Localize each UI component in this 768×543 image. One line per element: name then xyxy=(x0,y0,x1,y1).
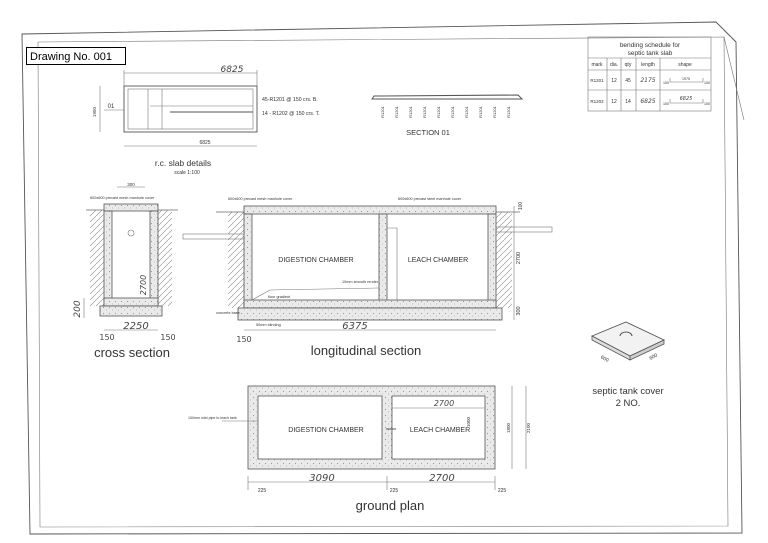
long-dim-height: 2700 xyxy=(516,252,522,264)
cross-note: 600x600 precast mesh manhole cover xyxy=(90,196,155,200)
long-note-right: 600x600 precast steel manhole cover xyxy=(398,197,462,201)
schedule-row2-shape-mid: 6825 xyxy=(680,96,693,102)
long-chamber-2: LEACH CHAMBER xyxy=(408,257,468,264)
schedule-row2-mark: R1202 xyxy=(590,99,604,104)
cross-dim-base: 200 xyxy=(73,300,83,317)
schedule-row2-shape-right: 100 xyxy=(704,102,710,106)
section-bar-label: R1201 xyxy=(436,105,441,118)
section-bar-label: R1201 xyxy=(464,105,469,118)
section-bar-label: R1201 xyxy=(422,105,427,118)
schedule-row1-shape-right: 100 xyxy=(704,81,710,85)
schedule-row2-shape-left: 100 xyxy=(663,102,669,106)
cross-dim-height: 2700 xyxy=(139,275,148,295)
plan-dim-wall-2: 225 xyxy=(390,488,399,494)
section-bar-label: R1201 xyxy=(478,105,483,118)
long-chamber-1: DIGESTION CHAMBER xyxy=(278,257,353,264)
cross-title: cross section xyxy=(94,345,170,360)
slab-note-bottom: 14 - R1202 @ 150 crs. T. xyxy=(262,111,320,117)
plan-dim-wall-1: 225 xyxy=(258,488,267,494)
schedule-row2-qty: 14 xyxy=(625,99,631,105)
plan-dim-side: 1000 xyxy=(466,416,471,427)
long-dim-length: 6375 xyxy=(342,321,367,332)
section-bar-label: R1201 xyxy=(408,105,413,118)
plan-dim-wall-3: 225 xyxy=(498,488,507,494)
slab-dim-top: 6825 xyxy=(221,65,244,75)
sheet-border xyxy=(21,21,745,535)
section-bar-label: R1201 xyxy=(394,105,399,118)
long-note-floor: floor gradient xyxy=(268,295,291,299)
long-dim-base: 300 xyxy=(516,306,522,315)
long-note-left: 600x600 precast mesh manhole cover xyxy=(228,197,293,201)
cover-dim-a: 600 xyxy=(599,355,609,364)
schedule-row1-dia: 12 xyxy=(611,78,617,84)
slab-title: r.c. slab details xyxy=(155,158,211,168)
schedule-header-length: length xyxy=(641,62,655,68)
plan-dim-outer: 2100 xyxy=(526,422,531,433)
slab-scale: scale 1:100 xyxy=(174,170,200,176)
section-bar-label: R1201 xyxy=(492,105,497,118)
slab-mark: 01 xyxy=(108,104,115,110)
plan-dim-len1: 3090 xyxy=(309,473,334,484)
longitudinal-section: 600x600 precast mesh manhole cover 600x6… xyxy=(182,197,553,358)
cover-title-1: septic tank cover xyxy=(592,386,663,397)
long-title: longitudinal section xyxy=(311,343,422,358)
cover-title-2: 2 NO. xyxy=(616,398,641,409)
plan-dim-len2: 2700 xyxy=(429,473,454,484)
plan-title: ground plan xyxy=(356,498,425,513)
cross-dim-top: 300 xyxy=(127,182,135,187)
slab-note-top: 45-R1201 @ 150 crs. B. xyxy=(262,97,318,103)
schedule-row1-length: 2175 xyxy=(640,77,655,84)
section-bar-label: R1201 xyxy=(450,105,455,118)
schedule-header-mark: mark xyxy=(591,62,603,68)
section-bar-labels: R1201 R1201 R1201 R1201 R1201 R1201 R120… xyxy=(380,105,511,118)
plan-dim-top: 2700 xyxy=(434,399,454,408)
long-dim-left: 150 xyxy=(236,335,251,344)
long-note-smooth: 10mm smooth render xyxy=(342,280,379,284)
drawing-number-label: Drawing No. 001 xyxy=(26,47,126,65)
schedule-row1-shape-mid: 1975 xyxy=(682,77,690,81)
schedule-header-qty: qty xyxy=(625,62,632,68)
cover-dim-b: 600 xyxy=(648,352,658,361)
slab-dim-side: 1950 xyxy=(92,106,97,117)
long-note-blinding: 50mm blinding xyxy=(256,323,281,327)
schedule-row1-shape-left: 100 xyxy=(663,81,669,85)
section-bar-label: R1201 xyxy=(380,105,385,118)
long-dim-top: 100 xyxy=(518,202,524,211)
plan-chamber-1: DIGESTION CHAMBER xyxy=(288,427,363,434)
schedule-header-shape: shape xyxy=(678,62,692,68)
slab-dim-bottom: 6825 xyxy=(199,140,210,146)
schedule-title-1: bending schedule for xyxy=(620,42,681,49)
ground-plan: DIGESTION CHAMBER LEACH CHAMBER 100mm in… xyxy=(188,385,531,513)
plan-dim-inner: 1800 xyxy=(506,422,511,433)
schedule-row1-qty: 45 xyxy=(625,78,631,84)
cross-dim-width: 2250 xyxy=(123,321,148,332)
schedule-row2-dia: 12 xyxy=(611,99,617,105)
rc-slab-details: 6825 6825 1950 01 45-R1201 @ 150 crs. B.… xyxy=(92,65,320,176)
cross-dim-right: 150 xyxy=(160,333,175,342)
schedule-title-2: septic tank slab xyxy=(628,50,673,57)
cross-section: 600x600 precast mesh manhole cover 300 2… xyxy=(73,182,178,360)
section-01: R1201 R1201 R1201 R1201 R1201 R1201 R120… xyxy=(371,94,524,137)
schedule-row1-mark: R1201 xyxy=(590,78,604,83)
long-note-base: concrete base xyxy=(216,311,240,315)
section-bar-label: R1201 xyxy=(506,105,511,118)
schedule-row2-length: 6825 xyxy=(640,98,655,105)
section-title: SECTION 01 xyxy=(406,128,450,137)
plan-inlet-note: 100mm inlet pipe to leach tank xyxy=(188,416,237,420)
plan-chamber-2: LEACH CHAMBER xyxy=(410,427,470,434)
cross-dim-left: 150 xyxy=(99,333,114,342)
septic-tank-cover: 600 600 septic tank cover 2 NO. xyxy=(590,321,666,409)
schedule-header-dia: dia. xyxy=(610,62,618,68)
bending-schedule-table: bending schedule for septic tank slab ma… xyxy=(587,36,712,112)
